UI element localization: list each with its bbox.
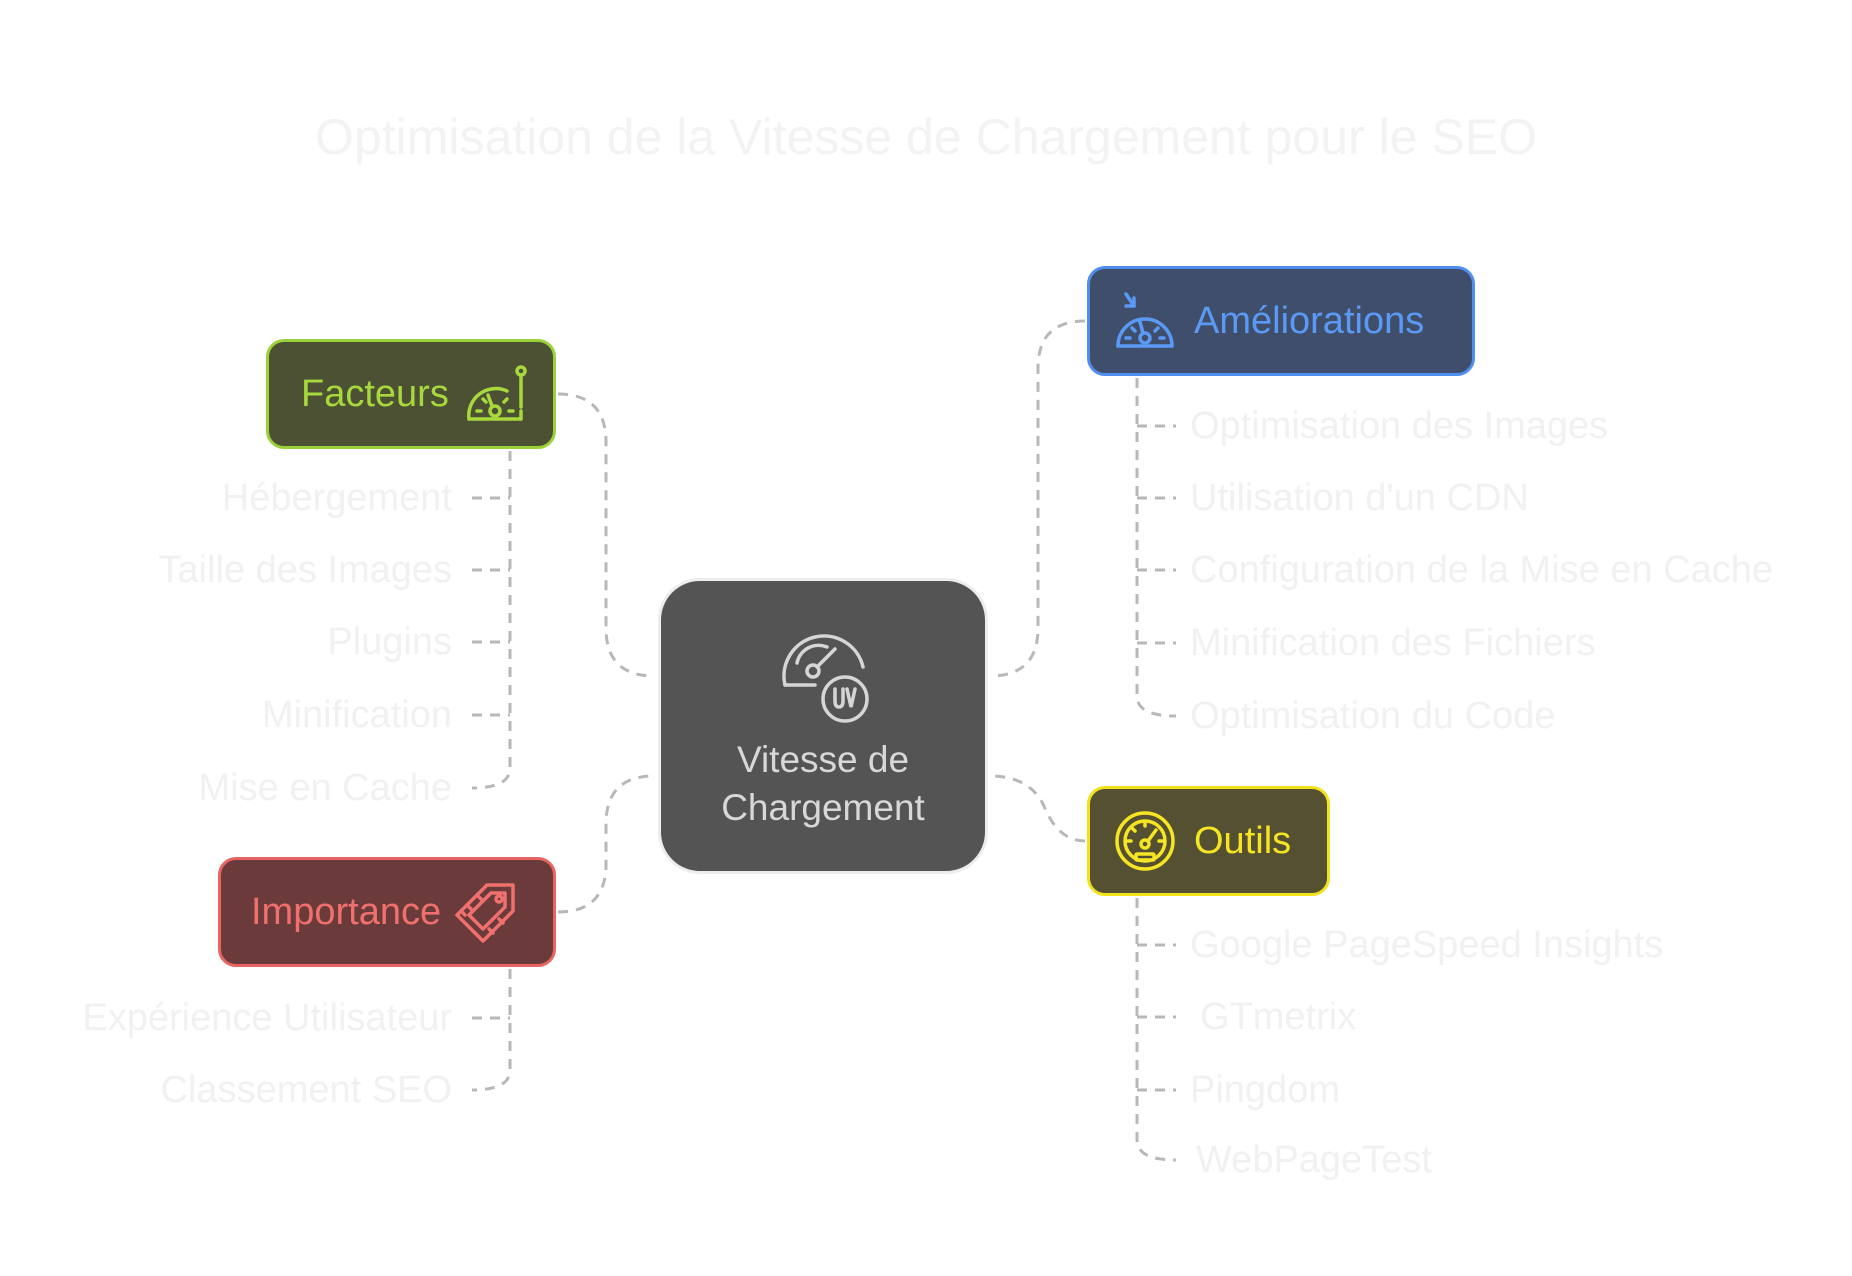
- leaf-item: Classement SEO: [160, 1069, 452, 1111]
- branch-ameliorations: Améliorations: [1087, 266, 1475, 376]
- branch-importance: Importance: [218, 857, 556, 967]
- leaf-item: Taille des Images: [158, 549, 452, 591]
- branch-label: Importance: [251, 890, 442, 933]
- diagram-title: Optimisation de la Vitesse de Chargement…: [315, 109, 1537, 165]
- leaf-item: Minification des Fichiers: [1190, 622, 1596, 664]
- center-label-line2: Chargement: [721, 787, 925, 828]
- connector-facteurs: [557, 392, 655, 678]
- leaf-item: GTmetrix: [1200, 996, 1357, 1038]
- leaf-item: Minification: [261, 694, 452, 736]
- leaf-item: Pingdom: [1190, 1069, 1340, 1111]
- leaf-item: Expérience Utilisateur: [82, 997, 452, 1039]
- leaf-item: Mise en Cache: [198, 767, 452, 809]
- leaf-item: Optimisation du Code: [1190, 695, 1556, 737]
- leaf-item: Plugins: [327, 621, 452, 663]
- branch-label: Améliorations: [1194, 299, 1425, 342]
- gauge-icon: [463, 361, 529, 427]
- connector-outils: [989, 774, 1086, 843]
- leaf-item: Configuration de la Mise en Cache: [1190, 549, 1774, 591]
- branch-label: Facteurs: [301, 372, 449, 415]
- leaf-item: Optimisation des Images: [1190, 405, 1609, 447]
- branch-facteurs: Facteurs: [266, 339, 556, 449]
- branch-outils: Outils: [1087, 786, 1330, 896]
- center-label-line1: Vitesse de: [736, 739, 910, 780]
- leaf-item: Hébergement: [221, 477, 452, 519]
- connector-importance: [557, 774, 655, 914]
- center-node: Vitesse de Chargement: [658, 578, 988, 874]
- speedometer-icon: [1112, 808, 1178, 874]
- tag-icon: [453, 879, 519, 945]
- connector-ameliorations: [989, 319, 1086, 678]
- speed-down-gauge-icon: [1112, 288, 1178, 354]
- leaf-item: WebPageTest: [1196, 1139, 1432, 1181]
- leaf-item: Utilisation d'un CDN: [1190, 477, 1529, 519]
- speedometer-uv-icon: [771, 623, 875, 732]
- branch-label: Outils: [1194, 819, 1292, 862]
- leaf-item: Google PageSpeed Insights: [1190, 924, 1664, 966]
